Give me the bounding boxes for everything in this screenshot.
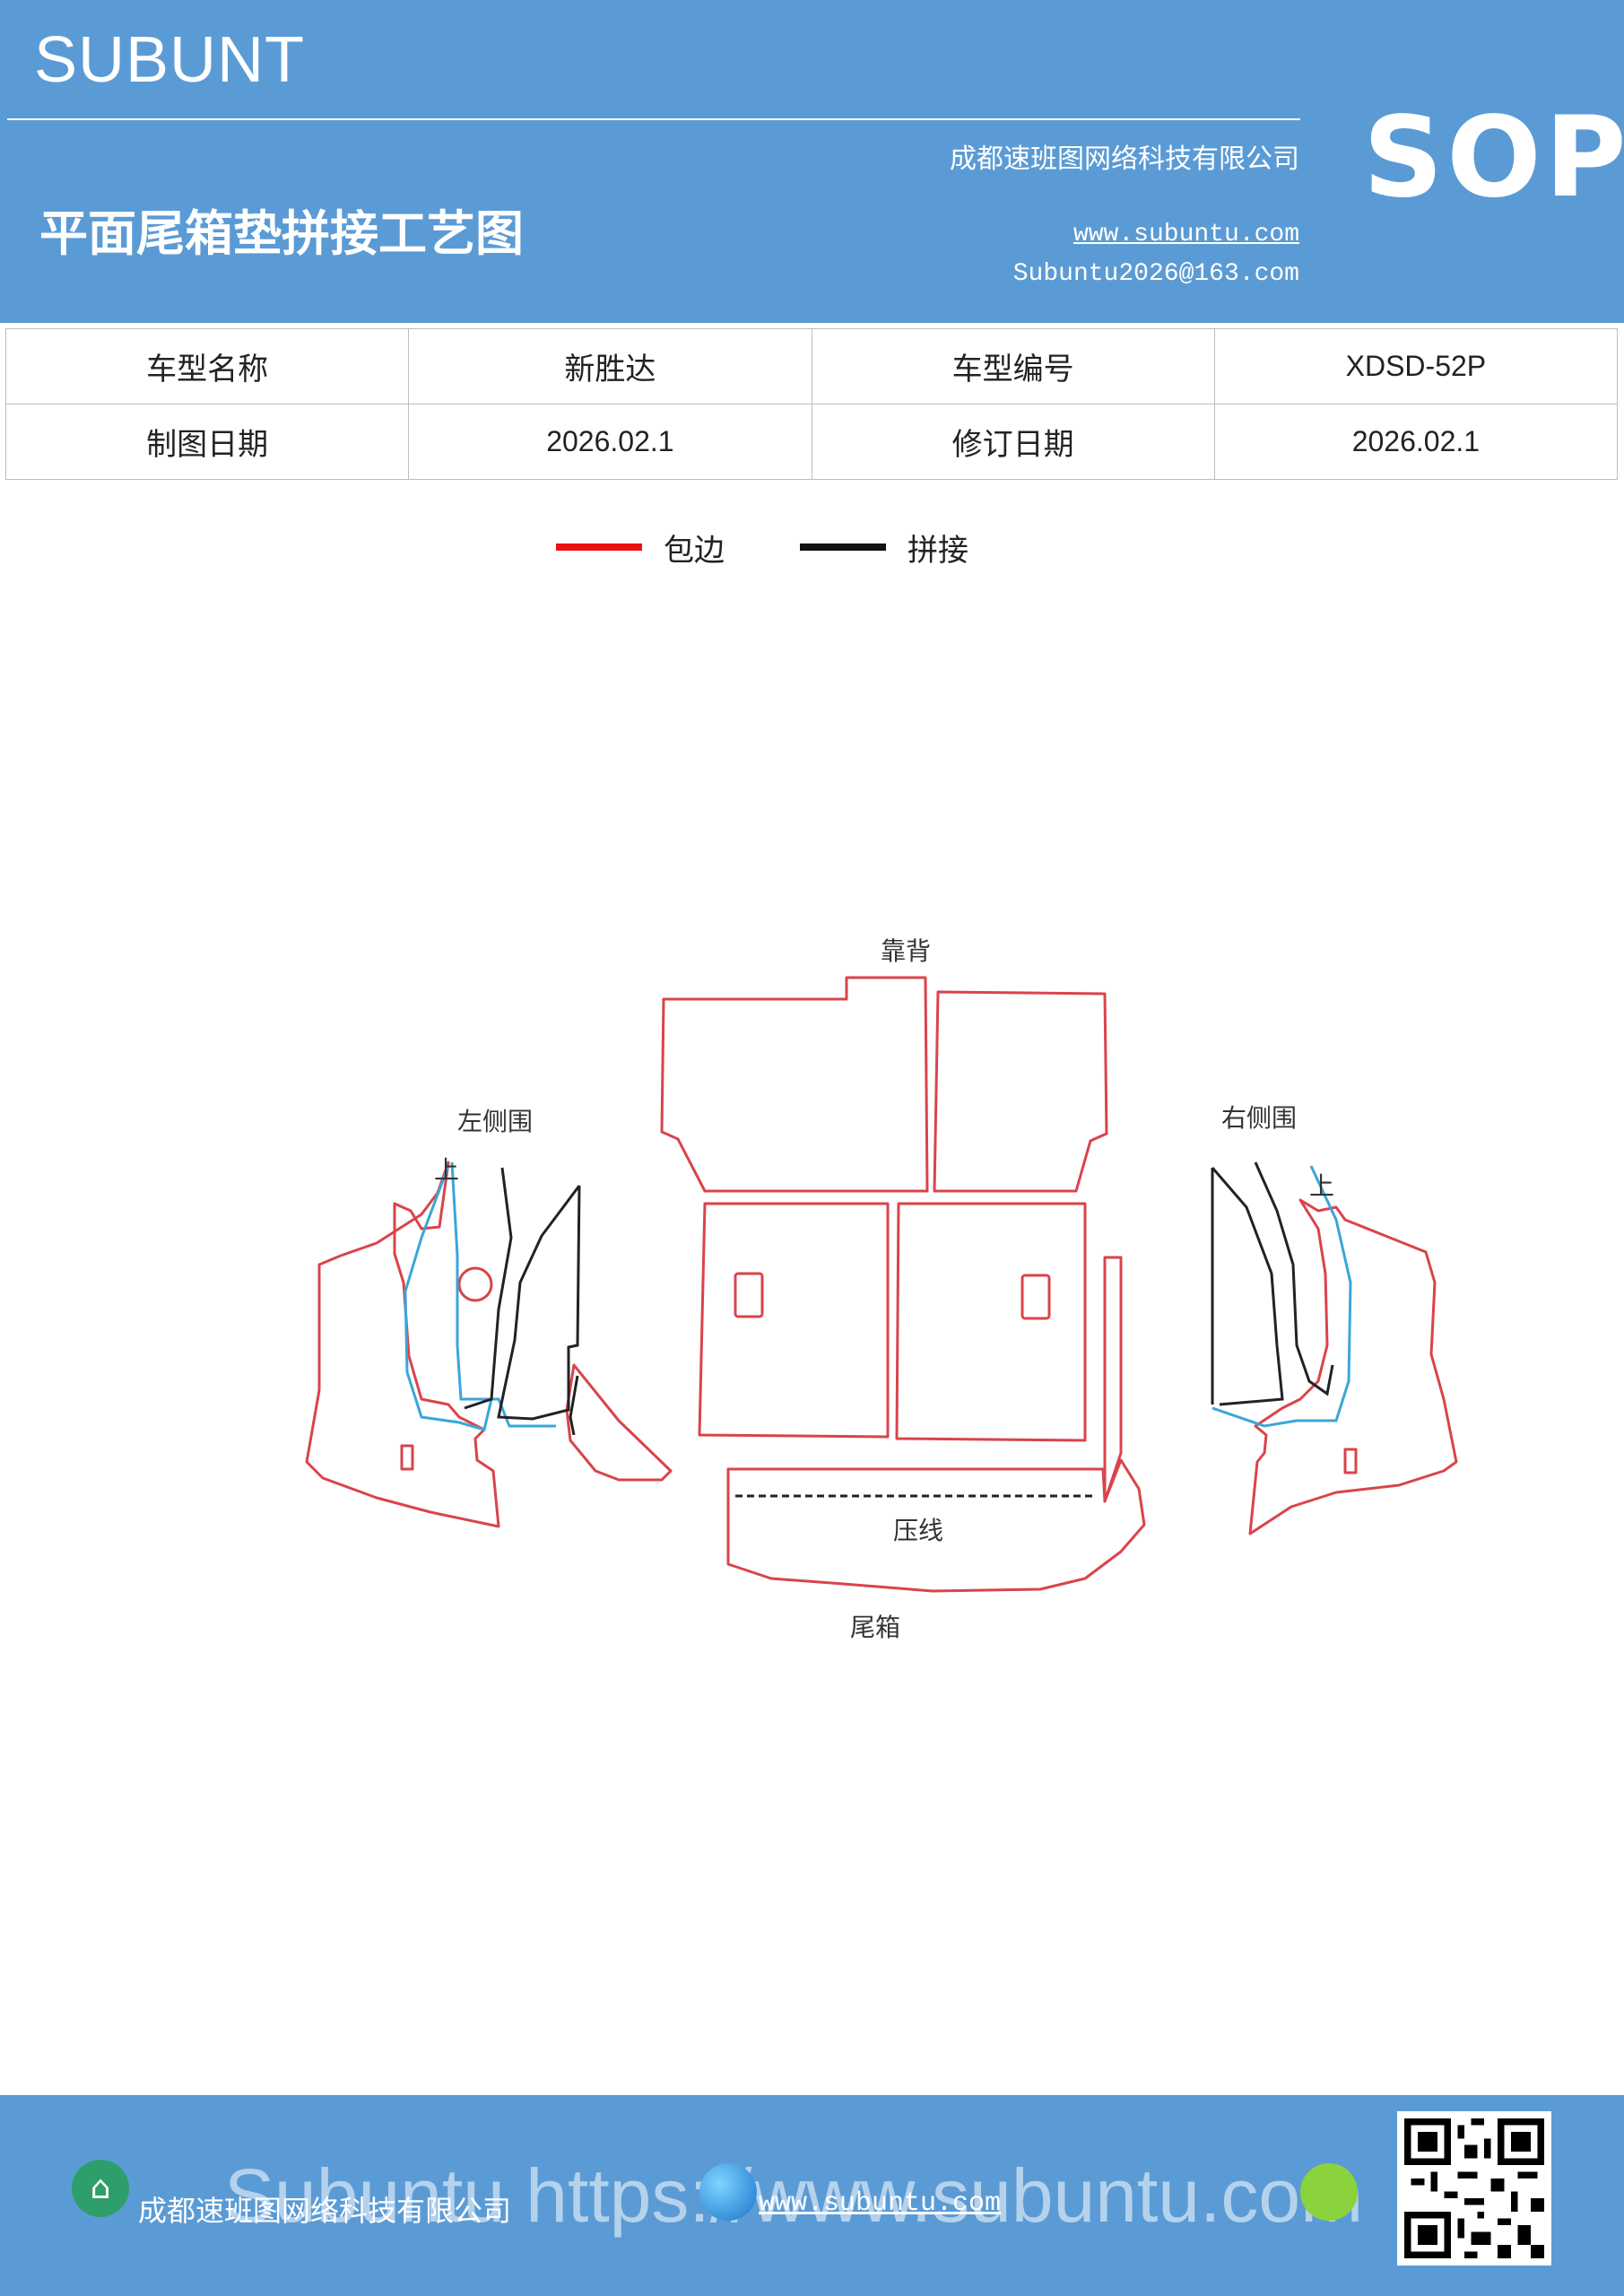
right-side-tab bbox=[1343, 1448, 1358, 1474]
qr-code-icon bbox=[1404, 2118, 1544, 2258]
footer-website-link[interactable]: www.subuntu.com bbox=[759, 2188, 1002, 2219]
right-black-seam-2 bbox=[1254, 1161, 1334, 1396]
revise-date-value: 2026.02.1 bbox=[1213, 404, 1619, 480]
table-row: 车型名称 新胜达 车型编号 XDSD-52P bbox=[4, 328, 1619, 404]
home-icon: ⌂ bbox=[72, 2160, 129, 2217]
floor-right-slot bbox=[1020, 1274, 1051, 1320]
label-up-left: 上 bbox=[434, 1155, 459, 1185]
left-side-circle bbox=[457, 1266, 493, 1302]
left-side-tab bbox=[400, 1444, 414, 1471]
model-code-value: XDSD-52P bbox=[1213, 328, 1619, 404]
vehicle-info-table: 车型名称 新胜达 车型编号 XDSD-52P 制图日期 2026.02.1 修订… bbox=[4, 328, 1619, 480]
legend-label-edge: 包边 bbox=[664, 532, 725, 569]
website-link[interactable]: www.subuntu.com bbox=[1073, 221, 1299, 248]
right-side-outer-panel bbox=[1248, 1198, 1458, 1535]
qr-code bbox=[1397, 2111, 1551, 2266]
left-side-outer-panel bbox=[305, 1161, 500, 1528]
backrest-right-panel bbox=[933, 990, 1108, 1193]
right-black-seam-1 bbox=[1211, 1167, 1284, 1406]
legend-item-seam: 拼接 bbox=[800, 524, 968, 570]
model-name-value: 新胜达 bbox=[408, 328, 812, 404]
trunk-mat-diagram: 靠背 左侧围 右侧围 上 上 压线 尾箱 bbox=[305, 936, 1458, 1642]
label-crease: 压线 bbox=[893, 1516, 943, 1545]
revise-date-label: 修订日期 bbox=[811, 404, 1215, 480]
right-blue-seam bbox=[1211, 1165, 1352, 1428]
label-trunk: 尾箱 bbox=[850, 1613, 900, 1642]
left-black-seam-2 bbox=[497, 1185, 581, 1421]
email-address: Subuntu2026@163.com bbox=[1012, 260, 1299, 288]
model-code-label: 车型编号 bbox=[811, 328, 1215, 404]
footer-watermark: Subuntu https://www.subuntu.com bbox=[224, 2153, 1364, 2238]
header-banner: SUBUNT 平面尾箱垫拼接工艺图 成都速班图网络科技有限公司 www.subu… bbox=[0, 0, 1624, 323]
company-name: 成都速班图网络科技有限公司 bbox=[950, 144, 1299, 175]
footer-banner: ⌂ 成都速班图网络科技有限公司 Subuntu https://www.subu… bbox=[0, 2095, 1624, 2296]
model-name-label: 车型名称 bbox=[4, 328, 410, 404]
draw-date-value: 2026.02.1 bbox=[408, 404, 812, 480]
left-black-seam-1 bbox=[464, 1167, 513, 1410]
edge-swatch bbox=[556, 544, 642, 551]
side-strip bbox=[1103, 1256, 1123, 1503]
left-black-seam-3 bbox=[569, 1375, 579, 1436]
label-right-side: 右侧围 bbox=[1221, 1103, 1297, 1133]
legend-label-seam: 拼接 bbox=[908, 532, 968, 569]
page-title: 平面尾箱垫拼接工艺图 bbox=[39, 204, 524, 262]
left-blue-seam bbox=[404, 1165, 493, 1431]
label-up-right: 上 bbox=[1309, 1171, 1334, 1201]
seam-swatch bbox=[800, 544, 886, 551]
brand-logo-text: SUBUNT bbox=[34, 24, 306, 96]
backrest-left-panel bbox=[660, 976, 929, 1193]
left-blue-seam-2 bbox=[450, 1161, 556, 1428]
wechat-icon bbox=[1300, 2163, 1358, 2221]
footer-company-name: 成都速班图网络科技有限公司 bbox=[138, 2194, 512, 2228]
header-divider bbox=[7, 118, 1300, 120]
draw-date-label: 制图日期 bbox=[4, 404, 410, 480]
table-row: 制图日期 2026.02.1 修订日期 2026.02.1 bbox=[4, 404, 1619, 480]
floor-left-panel bbox=[698, 1202, 890, 1439]
legend-item-edge: 包边 bbox=[556, 524, 725, 570]
floor-left-slot bbox=[734, 1272, 764, 1318]
sop-badge: SOP bbox=[1363, 93, 1624, 222]
trunk-panel bbox=[726, 1458, 1146, 1593]
label-left-side: 左侧围 bbox=[457, 1107, 533, 1136]
floor-right-panel bbox=[895, 1202, 1087, 1442]
globe-icon bbox=[699, 2163, 757, 2221]
label-backrest: 靠背 bbox=[881, 936, 931, 966]
left-small-panel bbox=[565, 1363, 673, 1482]
